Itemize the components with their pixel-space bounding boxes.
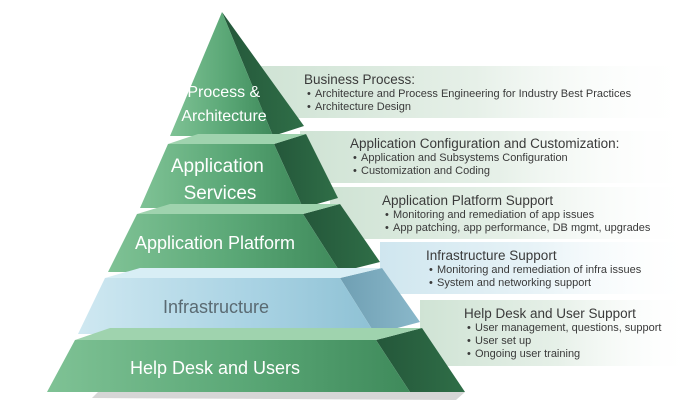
description-bullet: Monitoring and remediation of app issues [385, 209, 650, 222]
description-title: Help Desk and User Support [464, 306, 636, 321]
front-face-0 [170, 12, 273, 136]
description-title: Application Configuration and Customizat… [350, 136, 620, 151]
tier-label-1-line-1: Services [184, 183, 257, 204]
description-infrastructure: Infrastructure Support Monitoring and re… [426, 248, 641, 290]
pyramid-front-faces [47, 12, 410, 392]
tier-top-2 [137, 204, 340, 214]
description-help-desk: Help Desk and User Support User manageme… [464, 306, 662, 361]
pyramid-ground-shadow [92, 392, 465, 400]
description-bullets: Monitoring and remediation of infra issu… [426, 264, 641, 290]
description-title: Application Platform Support [382, 193, 554, 208]
front-face-2 [108, 214, 340, 272]
tier-label-4: Help Desk and Users [130, 358, 300, 378]
side-face-1 [274, 134, 338, 208]
front-face-4 [47, 340, 410, 392]
description-title: Infrastructure Support [426, 248, 557, 263]
description-bullet: Monitoring and remediation of infra issu… [429, 264, 641, 277]
description-bullet: User management, questions, support [467, 322, 661, 335]
tier-top-3 [105, 268, 382, 278]
description-bullet: Architecture Design [307, 101, 631, 114]
description-bullet: System and networking support [429, 277, 641, 290]
tier-top-4 [75, 328, 422, 340]
tier-label-1: Application Services [171, 156, 269, 204]
description-bullet: Customization and Coding [353, 165, 619, 178]
description-application-platform: Application Platform Support Monitoring … [382, 193, 650, 235]
pyramid-tier-tops [75, 134, 422, 340]
description-bullet: Architecture and Process Engineering for… [307, 88, 631, 101]
description-bullet: App patching, app performance, DB mgmt, … [385, 222, 650, 235]
description-bullet: Ongoing user training [467, 348, 662, 361]
front-face-3 [78, 278, 375, 334]
description-bullets: Application and Subsystems Configuration… [350, 152, 619, 178]
description-bullets: User management, questions, support User… [464, 322, 662, 361]
description-bullets: Monitoring and remediation of app issues… [382, 209, 650, 235]
front-face-1 [140, 144, 303, 208]
tier-labels: Process & Architecture Application Servi… [130, 84, 300, 378]
description-application-services: Application Configuration and Customizat… [350, 136, 619, 178]
side-face-0 [222, 12, 304, 136]
tier-top-1 [168, 134, 306, 144]
tier-label-2: Application Platform [135, 233, 295, 253]
side-face-4 [376, 328, 465, 392]
side-face-2 [303, 204, 380, 272]
tier-label-1-line-0: Application [171, 156, 264, 177]
tier-label-3: Infrastructure [163, 297, 269, 317]
side-face-3 [340, 268, 420, 334]
tier-label-0-line-0: Process & [187, 84, 260, 101]
tier-label-0-line-1: Architecture [181, 108, 266, 125]
description-bullet: Application and Subsystems Configuration [353, 152, 619, 165]
tier-label-0: Process & Architecture [181, 84, 266, 125]
description-bullet: User set up [467, 335, 662, 348]
pyramid-side-faces [222, 12, 465, 392]
description-title: Business Process: [304, 72, 416, 87]
description-bullets: Architecture and Process Engineering for… [304, 88, 631, 114]
description-process-architecture: Business Process: Architecture and Proce… [304, 72, 631, 114]
